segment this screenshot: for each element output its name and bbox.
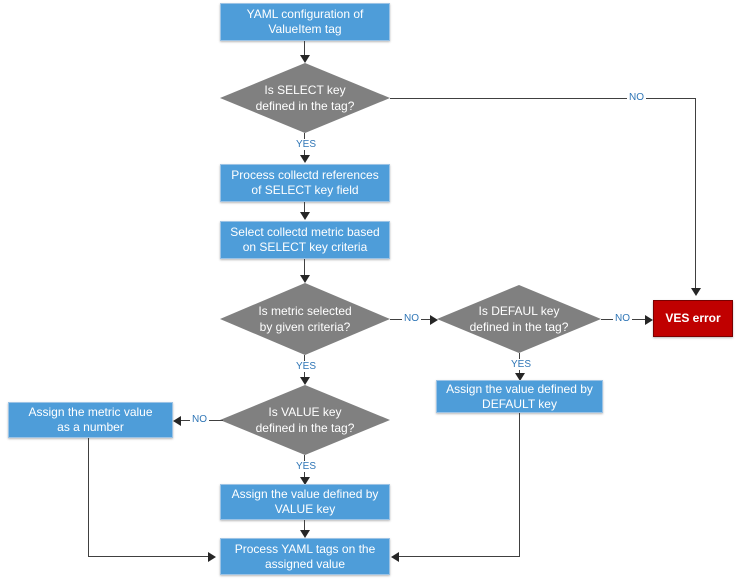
edge-label-metric-no: NO <box>402 313 421 324</box>
node-process-yaml-tags-line1: Process YAML tags on the <box>234 541 376 556</box>
node-assign-metric-number-line1: Assign the metric value <box>28 405 153 419</box>
node-assign-default-value[interactable]: Assign the value defined by DEFAULT key <box>436 380 603 413</box>
arrowhead-metric-to-decision <box>300 275 310 283</box>
arrowhead-metric-no <box>430 315 438 325</box>
arrowhead-start-to-select <box>300 55 310 63</box>
decision-shape <box>437 285 601 353</box>
decision-shape <box>220 283 390 355</box>
arrowhead-defaul-yes <box>515 373 525 381</box>
node-yaml-configuration-line2: ValueItem tag <box>268 22 342 36</box>
node-value-key-decision[interactable]: Is VALUE key defined in the tag? <box>220 385 390 455</box>
node-assign-metric-number-label: Assign the metric value as a number <box>28 405 152 435</box>
connector-metric-to-decision <box>304 259 305 279</box>
arrowhead-assignvalue-to-processtags <box>300 530 310 538</box>
node-yaml-configuration-label: YAML configuration of ValueItem tag <box>247 7 364 37</box>
edge-label-value-yes: YES <box>294 461 319 472</box>
decision-shape <box>220 63 390 133</box>
connector-select-no-horizontal <box>390 98 695 99</box>
arrowhead-metric-yes <box>300 377 310 385</box>
connector-select-no-vertical <box>695 98 696 288</box>
node-assign-value-key[interactable]: Assign the value defined by VALUE key <box>220 484 390 520</box>
node-select-collectd-metric-label: Select collectd metric based on SELECT k… <box>230 225 379 255</box>
node-assign-default-value-line1: Assign the value defined by <box>446 381 593 396</box>
edge-label-defaul-no: NO <box>613 313 632 324</box>
node-ves-error-label: VES error <box>665 311 721 325</box>
node-assign-value-key-label: Assign the value defined by VALUE key <box>232 487 379 517</box>
node-assign-value-key-line1: Assign the value defined by <box>231 487 379 501</box>
arrowhead-select-no-to-ves <box>691 288 701 296</box>
arrowhead-value-no <box>173 416 181 426</box>
node-process-yaml-tags-line2: assigned value <box>264 556 346 571</box>
node-assign-metric-number[interactable]: Assign the metric value as a number <box>8 402 173 438</box>
connector-default-return-vertical <box>519 413 520 556</box>
node-process-yaml-tags-label: Process YAML tags on the assigned value <box>235 542 376 572</box>
arrowhead-select-yes <box>300 155 310 163</box>
connector-start-to-select <box>304 41 305 59</box>
connector-number-return-horizontal <box>88 556 210 557</box>
arrowhead-value-yes <box>300 477 310 485</box>
node-process-yaml-tags[interactable]: Process YAML tags on the assigned value <box>220 538 390 575</box>
node-assign-default-value-line2: DEFAULT key <box>482 396 557 411</box>
node-assign-default-value-label: Assign the value defined by DEFAULT key <box>446 382 593 412</box>
connector-assignvalue-to-processtags <box>304 520 305 534</box>
arrowhead-defaul-no <box>645 315 653 325</box>
node-yaml-configuration-line1: YAML configuration of <box>246 7 364 21</box>
node-select-collectd-metric-line2: on SELECT key criteria <box>242 240 368 254</box>
node-select-collectd-metric[interactable]: Select collectd metric based on SELECT k… <box>220 221 390 259</box>
connector-number-return-vertical <box>88 438 89 556</box>
decision-shape <box>220 385 390 455</box>
arrowhead-refs-to-select-metric <box>300 212 310 220</box>
node-metric-selected-decision[interactable]: Is metric selected by given criteria? <box>220 283 390 355</box>
node-process-collectd-references-label: Process collectd references of SELECT ke… <box>231 168 378 198</box>
node-assign-value-key-line2: VALUE key <box>274 502 336 516</box>
node-assign-metric-number-line2: as a number <box>57 420 124 434</box>
node-process-collectd-references-line1: Process collectd references <box>231 168 379 182</box>
edge-label-select-no: NO <box>627 92 646 103</box>
edge-label-metric-yes: YES <box>294 361 319 372</box>
node-ves-error[interactable]: VES error <box>653 300 733 337</box>
node-process-collectd-references[interactable]: Process collectd references of SELECT ke… <box>220 164 390 202</box>
node-select-key-decision[interactable]: Is SELECT key defined in the tag? <box>220 63 390 133</box>
edge-label-defaul-yes: YES <box>509 359 534 370</box>
edge-label-select-yes: YES <box>294 139 319 150</box>
arrowhead-number-return <box>208 552 216 562</box>
node-process-collectd-references-line2: of SELECT key field <box>251 183 359 197</box>
arrowhead-default-return <box>391 552 399 562</box>
edge-label-value-no: NO <box>190 414 209 425</box>
node-yaml-configuration[interactable]: YAML configuration of ValueItem tag <box>220 3 390 41</box>
node-defaul-key-decision[interactable]: Is DEFAUL key defined in the tag? <box>437 285 601 353</box>
connector-default-return-horizontal <box>399 556 520 557</box>
connector-refs-to-select-metric <box>304 202 305 216</box>
node-select-collectd-metric-line1: Select collectd metric based <box>230 225 380 239</box>
